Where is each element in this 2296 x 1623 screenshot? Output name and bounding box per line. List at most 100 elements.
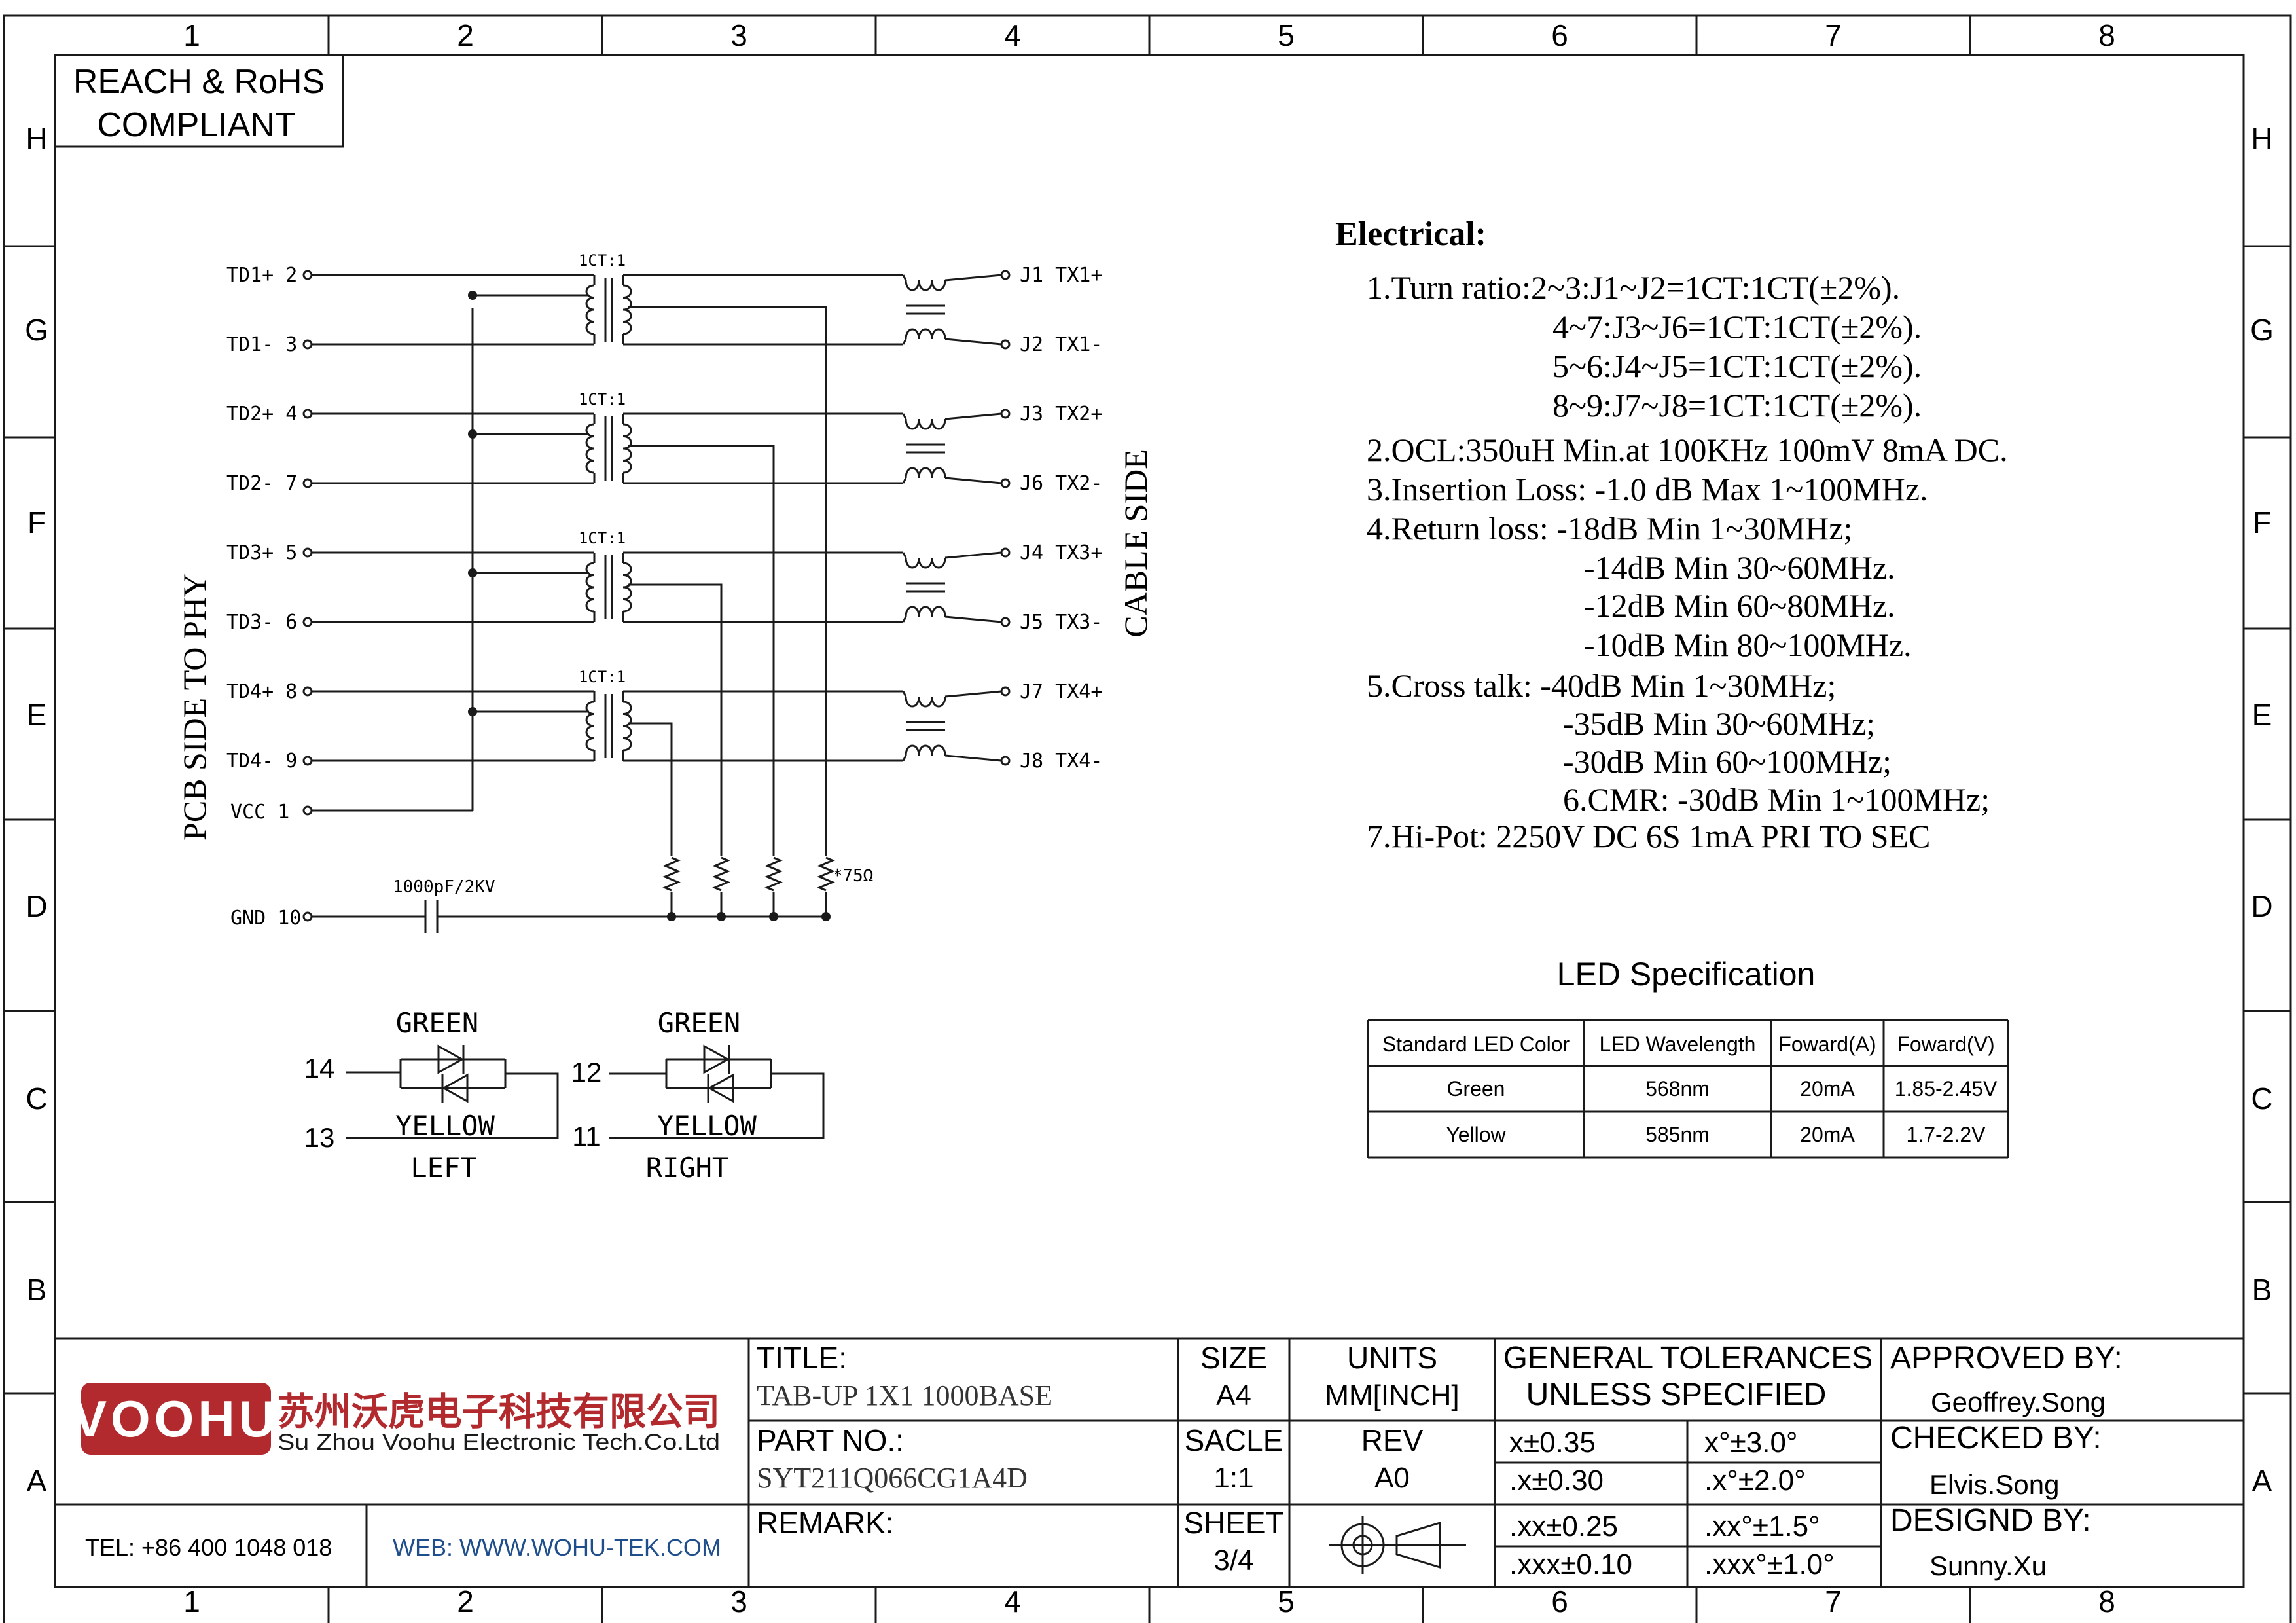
size-value: A4 xyxy=(1216,1379,1251,1412)
pin-left-label: TD1+ 2 xyxy=(226,264,297,287)
title-value: TAB-UP 1X1 1000BASE xyxy=(757,1379,1052,1412)
row-mark-left: F xyxy=(27,505,46,539)
row-mark-right: C xyxy=(2251,1082,2272,1116)
company-name-cn: 苏州沃虎电子科技有限公司 xyxy=(278,1391,720,1433)
led-right-yellow: YELLOW xyxy=(657,1110,757,1142)
tolerance-linear: .x±0.30 xyxy=(1509,1465,1604,1497)
part-label: PART NO.: xyxy=(757,1423,904,1457)
electrical-line: 7.Hi-Pot: 2250V DC 6S 1mA PRI TO SEC xyxy=(1367,818,1930,854)
termination-resistors xyxy=(662,856,835,892)
pin-left-label: TD1- 3 xyxy=(226,333,297,356)
electrical-line: 4.Return loss: -18dB Min 1~30MHz; xyxy=(1367,510,1852,547)
junction-dot xyxy=(468,291,477,300)
pin-terminal xyxy=(302,478,313,488)
led-table-cell: 585nm xyxy=(1645,1123,1710,1146)
col-mark-bottom: 1 xyxy=(183,1584,200,1618)
diode-yellow xyxy=(707,1073,734,1103)
led-right: GREEN YELLOW 12 11 RIGHT xyxy=(571,1007,757,1184)
coil xyxy=(585,423,595,474)
pin-left-label: TD4- 9 xyxy=(226,750,297,773)
choke-coil xyxy=(905,696,946,708)
row-mark-right: A xyxy=(2252,1464,2272,1498)
led-left: GREEN YELLOW 14 13 LEFT xyxy=(304,1007,495,1184)
approved-label: APPROVED BY: xyxy=(1890,1341,2123,1376)
company-name-en: Su Zhou Voohu Electronic Tech.Co.Ltd xyxy=(278,1430,720,1455)
tel-text: TEL: +86 400 1048 018 xyxy=(85,1534,332,1561)
col-mark-top: 6 xyxy=(1551,18,1568,52)
pin-terminal xyxy=(1000,547,1011,558)
diode-green xyxy=(437,1044,465,1074)
led-table-header: Foward(V) xyxy=(1897,1032,1994,1056)
compliance-line2: COMPLIANT xyxy=(97,106,295,144)
pin-terminal xyxy=(302,756,313,766)
pin-terminal xyxy=(302,409,313,419)
electrical-line: 5~6:J4~J5=1CT:1CT(±2%). xyxy=(1552,348,1922,384)
pin-terminal xyxy=(1000,339,1011,350)
row-mark-right: G xyxy=(2250,313,2274,347)
tolerance-angular: x°±3.0° xyxy=(1704,1427,1798,1459)
col-mark-top: 3 xyxy=(730,18,747,52)
pin-terminal xyxy=(302,547,313,558)
col-mark-top: 5 xyxy=(1278,18,1295,52)
row-mark-left: E xyxy=(27,698,47,732)
pin-right-label: J4 TX3+ xyxy=(1020,541,1102,564)
electrical-spec: Electrical: 1.Turn ratio:2~3:J1~J2=1CT:1… xyxy=(1335,215,2008,854)
row-mark-right: E xyxy=(2252,698,2272,732)
row-mark-left: B xyxy=(27,1273,47,1307)
row-mark-left: A xyxy=(27,1464,47,1498)
electrical-line: 5.Cross talk: -40dB Min 1~30MHz; xyxy=(1367,667,1836,704)
coil xyxy=(585,284,595,335)
led-table-cell: 1.7-2.2V xyxy=(1907,1123,1986,1146)
led-table-header: Foward(A) xyxy=(1778,1032,1876,1056)
projection-symbol-icon xyxy=(1329,1516,1466,1574)
led-left-green: GREEN xyxy=(396,1007,478,1039)
led-left-pin-b: 13 xyxy=(304,1122,335,1153)
transformer-ratio-label: 1CT:1 xyxy=(579,390,626,409)
tolerance-angular: .x°±2.0° xyxy=(1704,1465,1806,1497)
pin-right-label: J3 TX2+ xyxy=(1020,403,1102,426)
compliance-line1: REACH & RoHS xyxy=(73,63,325,101)
pin-terminal xyxy=(1000,686,1011,697)
title-block: VOOHU 苏州沃虎电子科技有限公司 Su Zhou Voohu Electro… xyxy=(55,1337,2244,1587)
pin-left-label: TD3+ 5 xyxy=(226,541,297,564)
pcb-side-label: PCB SIDE TO PHY xyxy=(176,574,213,841)
choke-coil xyxy=(905,557,946,569)
choke-coil xyxy=(905,606,946,617)
col-mark-bottom: 5 xyxy=(1278,1584,1295,1618)
electrical-line: -14dB Min 30~60MHz. xyxy=(1584,549,1895,586)
col-mark-bottom: 8 xyxy=(2098,1584,2115,1618)
tolerance-linear: x±0.35 xyxy=(1509,1427,1596,1459)
pin-right-label: J1 TX1+ xyxy=(1020,264,1102,287)
pin-terminal xyxy=(1000,270,1011,280)
coil xyxy=(622,284,632,335)
led-left-pin-a: 14 xyxy=(304,1053,335,1084)
pin-right-label: J7 TX4+ xyxy=(1020,680,1102,703)
pin-right-label: J2 TX1- xyxy=(1020,333,1102,356)
electrical-lines: 1.Turn ratio:2~3:J1~J2=1CT:1CT(±2%).4~7:… xyxy=(1367,269,2008,854)
pin-vcc-label: VCC 1 xyxy=(230,801,289,824)
led-spec-title: LED Specification xyxy=(1557,956,1816,993)
resistor-zigzag xyxy=(817,856,835,892)
checked-value: Elvis.Song xyxy=(1929,1469,2059,1500)
choke-coil xyxy=(905,744,946,756)
row-mark-left: G xyxy=(25,313,48,347)
company-logo: VOOHU xyxy=(73,1383,276,1455)
led-left-caption: LEFT xyxy=(410,1152,476,1184)
row-mark-left: H xyxy=(26,122,47,156)
part-value: SYT211Q066CG1A4D xyxy=(757,1462,1028,1494)
resistor-zigzag xyxy=(662,856,681,892)
pin-left-label: TD2+ 4 xyxy=(226,403,297,426)
transformer-ratio-label: 1CT:1 xyxy=(579,251,626,270)
choke-coil xyxy=(905,328,946,340)
compliance-box: REACH & RoHS COMPLIANT xyxy=(54,54,344,148)
choke-coil xyxy=(905,280,946,291)
row-mark-left: C xyxy=(26,1082,47,1116)
row-mark-right: B xyxy=(2252,1273,2272,1307)
electrical-heading: Electrical: xyxy=(1335,215,1486,253)
channel-1: TD1+ 2 TD1- 3 1CT:1 J1 TX1+ J2 TX1- xyxy=(226,251,1102,921)
